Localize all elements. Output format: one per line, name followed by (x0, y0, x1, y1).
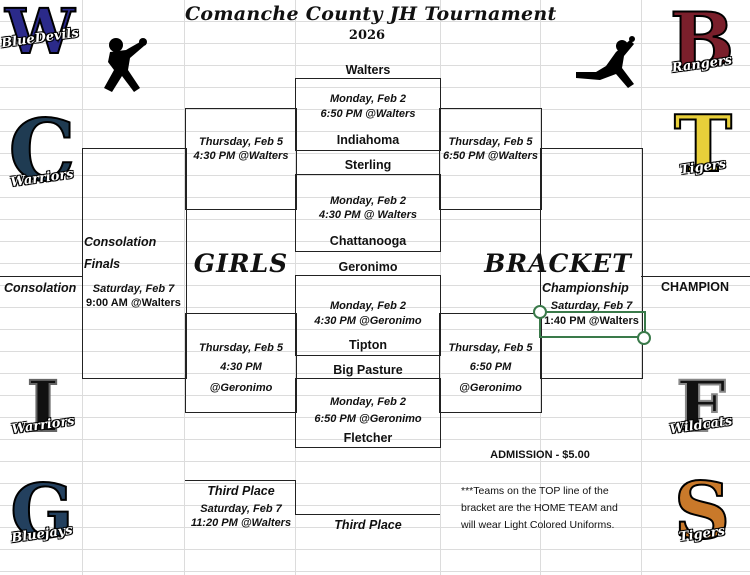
championship-box (540, 148, 643, 379)
game1-day: Monday, Feb 2 (330, 93, 406, 105)
home-team-note-line2: bracket are the HOME TEAM and (461, 502, 618, 514)
game-box-1 (295, 78, 441, 151)
b-letter-icon: B (669, 0, 735, 86)
selection-handle-left[interactable] (533, 305, 547, 319)
semi-right-bottom-place: @Geronimo (459, 382, 522, 394)
rangers-logo: B Rangers (664, 0, 740, 86)
i-letter-icon: I (26, 364, 61, 449)
semi-left-bottom-place: @Geronimo (209, 382, 273, 394)
game4-away: Fletcher (343, 431, 393, 445)
admission-text: ADMISSION - $5.00 (490, 449, 590, 461)
bluejays-logo: G Bluejays (6, 468, 78, 556)
home-team-note-line3: will wear Light Colored Uniforms. (461, 519, 615, 531)
championship-day: Saturday, Feb 7 (550, 300, 633, 312)
consolation-time: 9:00 AM @Walters (86, 297, 181, 309)
page-title: Comanche County JH Tournament (185, 3, 557, 25)
warriors-i-logo: I Warriors (8, 364, 78, 449)
consolation-day: Saturday, Feb 7 (92, 283, 175, 295)
w-letter-icon: W (4, 0, 76, 69)
championship-time: 1:40 PM @Walters (544, 315, 639, 327)
third-place-day: Saturday, Feb 7 (200, 503, 282, 515)
semi-left-bottom-day: Thursday, Feb 5 (199, 342, 283, 354)
semi-left-top-day: Thursday, Feb 5 (199, 136, 283, 148)
game3-time: 4:30 PM @Geronimo (314, 315, 422, 327)
selected-cell[interactable] (539, 311, 646, 338)
tigers-t-logo: T Tigers (668, 98, 738, 191)
game3-away: Tipton (349, 338, 387, 352)
wildcats-logo: F Wildcats (662, 364, 740, 449)
bluedevils-logo: W BlueDevils (0, 0, 79, 69)
tournament-year: 2026 (348, 28, 386, 43)
game4-time: 6:50 PM @Geronimo (314, 413, 422, 425)
t-letter-icon: T (673, 98, 733, 191)
game1-time: 6:50 PM @Walters (320, 108, 416, 120)
semi-box-right-top (439, 108, 542, 210)
consolation-box (82, 148, 187, 379)
s-letter-icon: S (673, 465, 731, 558)
semi-box-left-top (185, 108, 297, 210)
game-box-2 (295, 174, 441, 252)
semi-right-bottom-day: Thursday, Feb 5 (448, 342, 533, 354)
semi-left-top-time: 4:30 PM @Walters (193, 150, 289, 162)
semi-right-top-day: Thursday, Feb 5 (448, 136, 533, 148)
semi-box-right-bottom (439, 313, 542, 413)
consolation-label: Consolation (4, 281, 77, 295)
third-place-bracket-v (295, 480, 296, 515)
champion-line (641, 276, 750, 277)
girls-label: GIRLS (193, 249, 289, 278)
f-letter-icon: F (675, 364, 727, 449)
game2-day: Monday, Feb 2 (330, 195, 406, 207)
champion-label: CHAMPION (660, 280, 730, 294)
championship-label: Championship (542, 281, 629, 295)
bracket-label: BRACKET (484, 249, 632, 278)
g-letter-icon: G (9, 468, 74, 556)
third-place-line-left (185, 480, 296, 481)
game4-home: Big Pasture (333, 363, 403, 377)
semi-box-left-bottom (185, 313, 297, 413)
game-box-4 (295, 378, 441, 448)
consolation-heading: Consolation (84, 235, 157, 249)
c-letter-icon: C (8, 100, 77, 201)
third-place-time: 11:20 PM @Walters (190, 517, 292, 529)
game1-home: Walters (345, 63, 391, 77)
semi-right-bottom-time: 6:50 PM (469, 361, 512, 373)
game2-time: 4:30 PM @ Walters (319, 209, 417, 221)
consolation-finals-heading: Finals (84, 257, 121, 271)
game2-home: Sterling (344, 158, 392, 172)
consolation-line (0, 276, 82, 277)
semi-right-top-time: 6:50 PM @Walters (443, 150, 538, 162)
game4-day: Monday, Feb 2 (330, 396, 406, 408)
game2-away: Chattanooga (329, 234, 407, 248)
selection-handle-right[interactable] (637, 331, 651, 345)
game3-day: Monday, Feb 2 (330, 300, 406, 312)
player-silhouette-left-icon (104, 38, 147, 92)
game1-away: Indiahoma (336, 133, 400, 147)
player-silhouette-right-icon (576, 36, 635, 88)
third-place-line-right (295, 514, 440, 515)
warriors-c-logo: C Warriors (8, 100, 77, 201)
home-team-note-line1: ***Teams on the TOP line of the (461, 485, 609, 497)
tigers-s-logo: S Tigers (664, 465, 740, 558)
third-place-result-label: Third Place (334, 518, 402, 532)
game-box-3 (295, 275, 441, 356)
game3-home: Geronimo (338, 260, 398, 274)
third-place-label: Third Place (207, 484, 275, 498)
semi-left-bottom-time: 4:30 PM (220, 361, 262, 373)
